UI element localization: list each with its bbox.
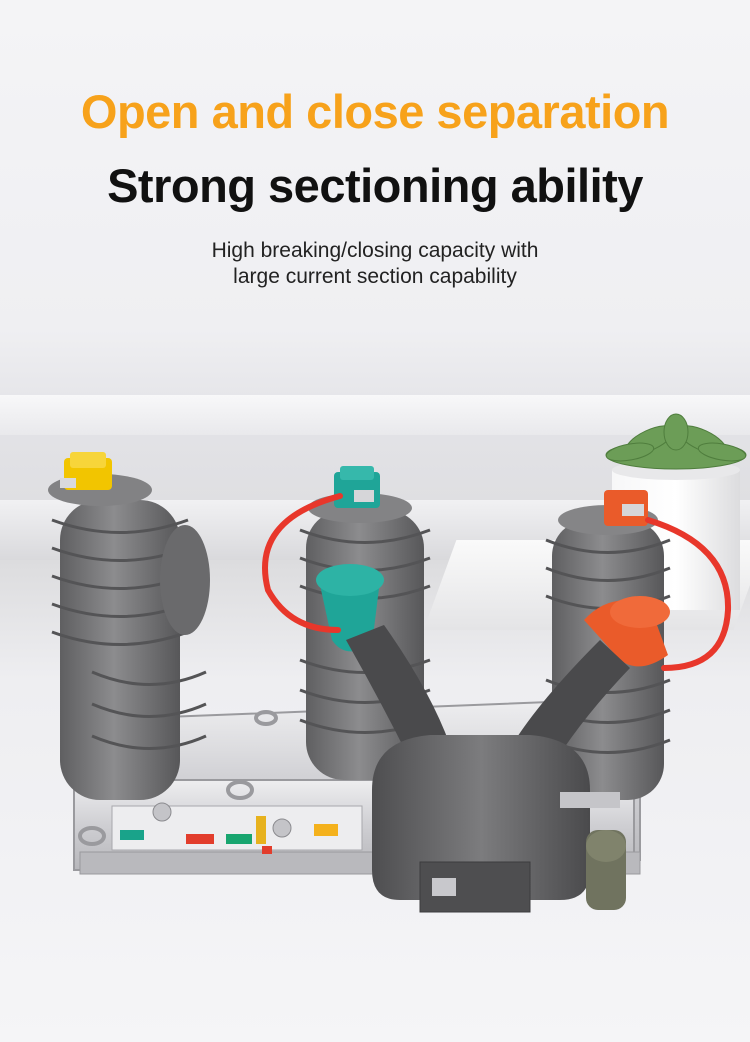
vacuum-interrupter-tank	[372, 735, 590, 913]
headline-secondary: Strong sectioning ability	[107, 159, 643, 212]
operating-handle	[560, 792, 626, 910]
description-line-1: High breaking/closing capacity with	[211, 239, 539, 262]
headline-description: High breaking/closing capacity with larg…	[0, 238, 750, 291]
description-line-2: large current section capability	[233, 265, 517, 289]
red-cables	[262, 493, 732, 671]
insulator-left	[48, 452, 210, 800]
background-shelf-upper	[0, 395, 750, 435]
headline-primary: Open and close separation	[80, 85, 670, 138]
insulator-right	[545, 490, 671, 800]
cable-bellows	[346, 625, 630, 760]
vacuum-circuit-breaker-illustration	[48, 413, 747, 913]
